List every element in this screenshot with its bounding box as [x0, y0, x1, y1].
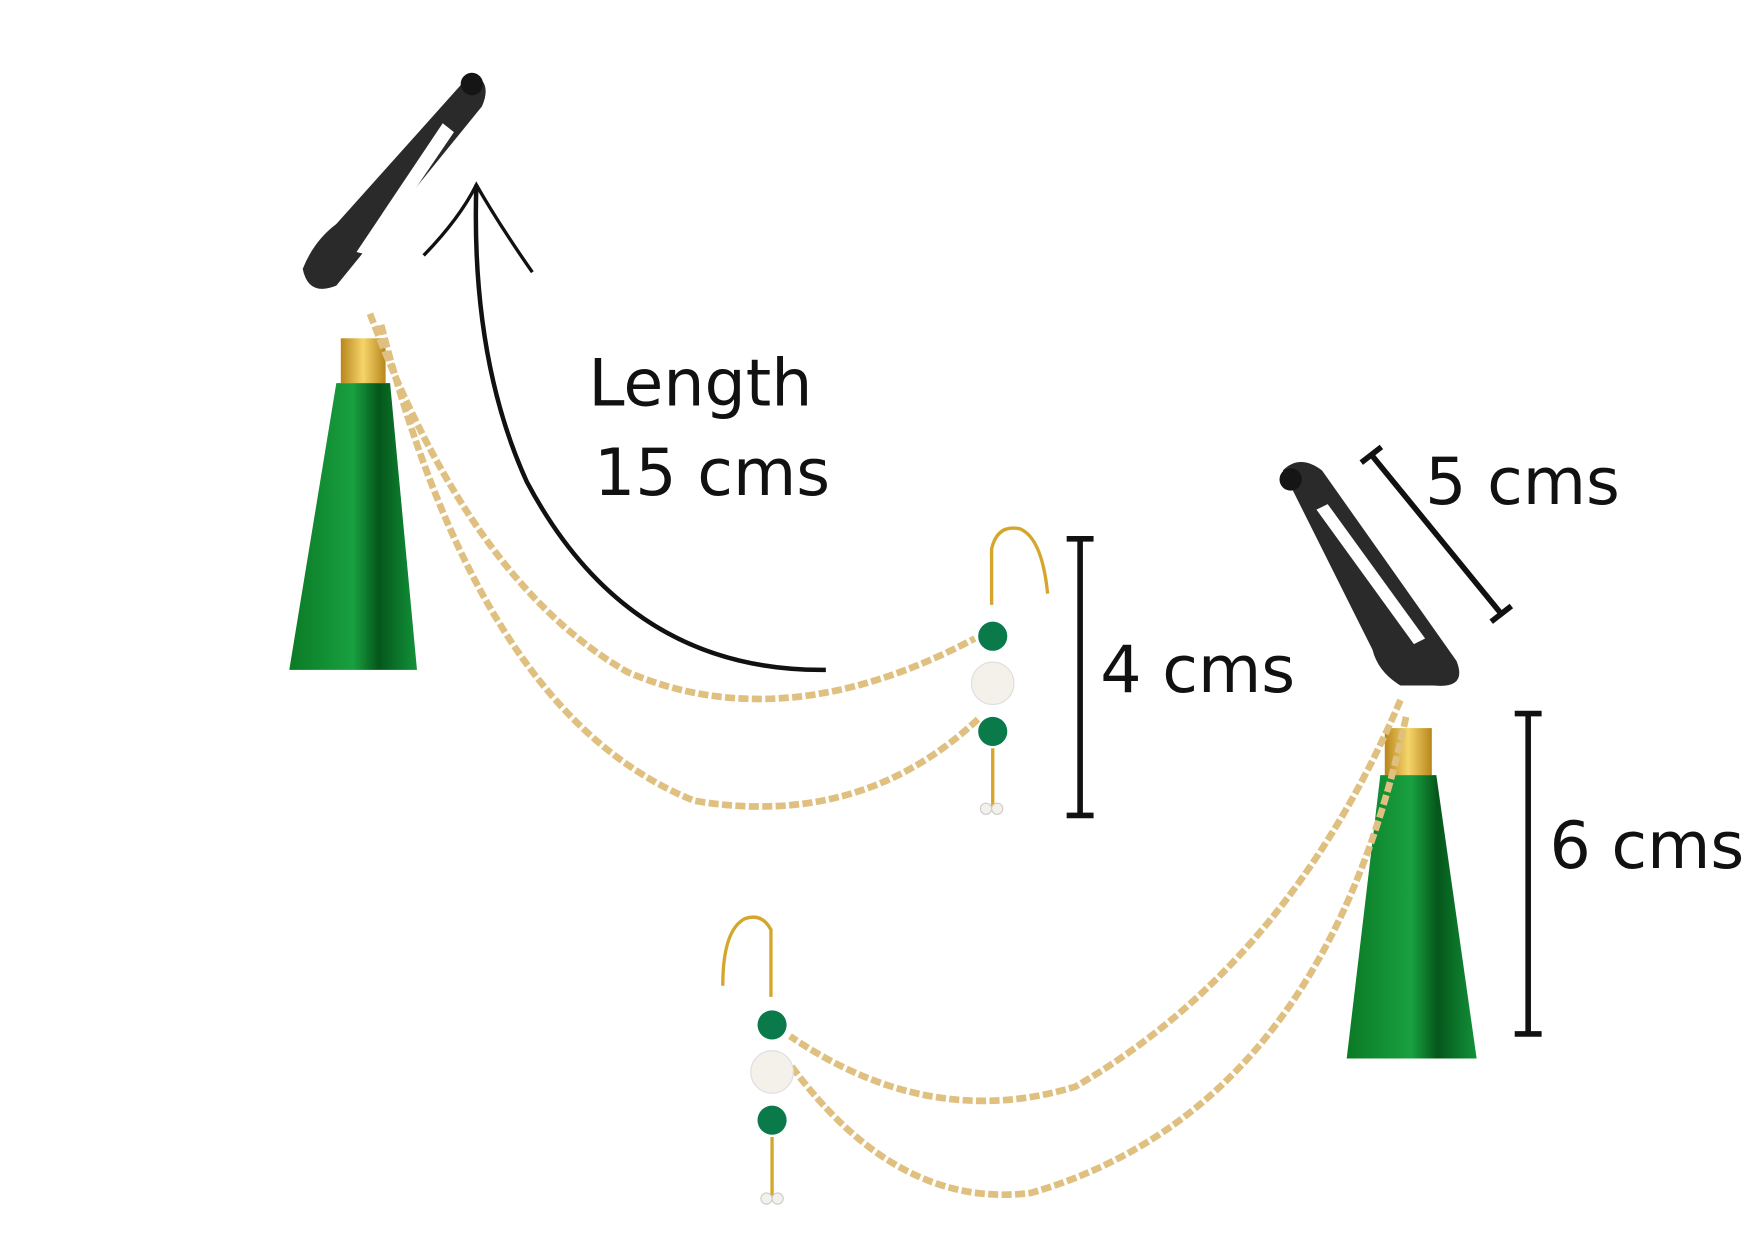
tassel-right: [1346, 728, 1477, 1059]
earring-right: [721, 915, 794, 1205]
earring-length-label: 4 cms: [1100, 633, 1295, 708]
length-value: 15 cms: [594, 436, 830, 511]
hair-clip-left: [302, 72, 486, 289]
length-title: Length: [588, 346, 812, 421]
tassel-dimension-line: [1514, 710, 1542, 1037]
tassel-length-label: 6 cms: [1549, 809, 1744, 884]
chains-left: [366, 312, 983, 810]
earring-dimension-line: [1066, 535, 1094, 819]
clip-dimension-line: [1359, 444, 1514, 624]
earring-left: [970, 526, 1050, 815]
hair-clip-right: [1279, 462, 1460, 686]
tassel-left: [289, 338, 417, 670]
length-arrow: [422, 181, 826, 673]
clip-length-label: 5 cms: [1425, 445, 1620, 520]
chains-right: [787, 698, 1410, 1199]
